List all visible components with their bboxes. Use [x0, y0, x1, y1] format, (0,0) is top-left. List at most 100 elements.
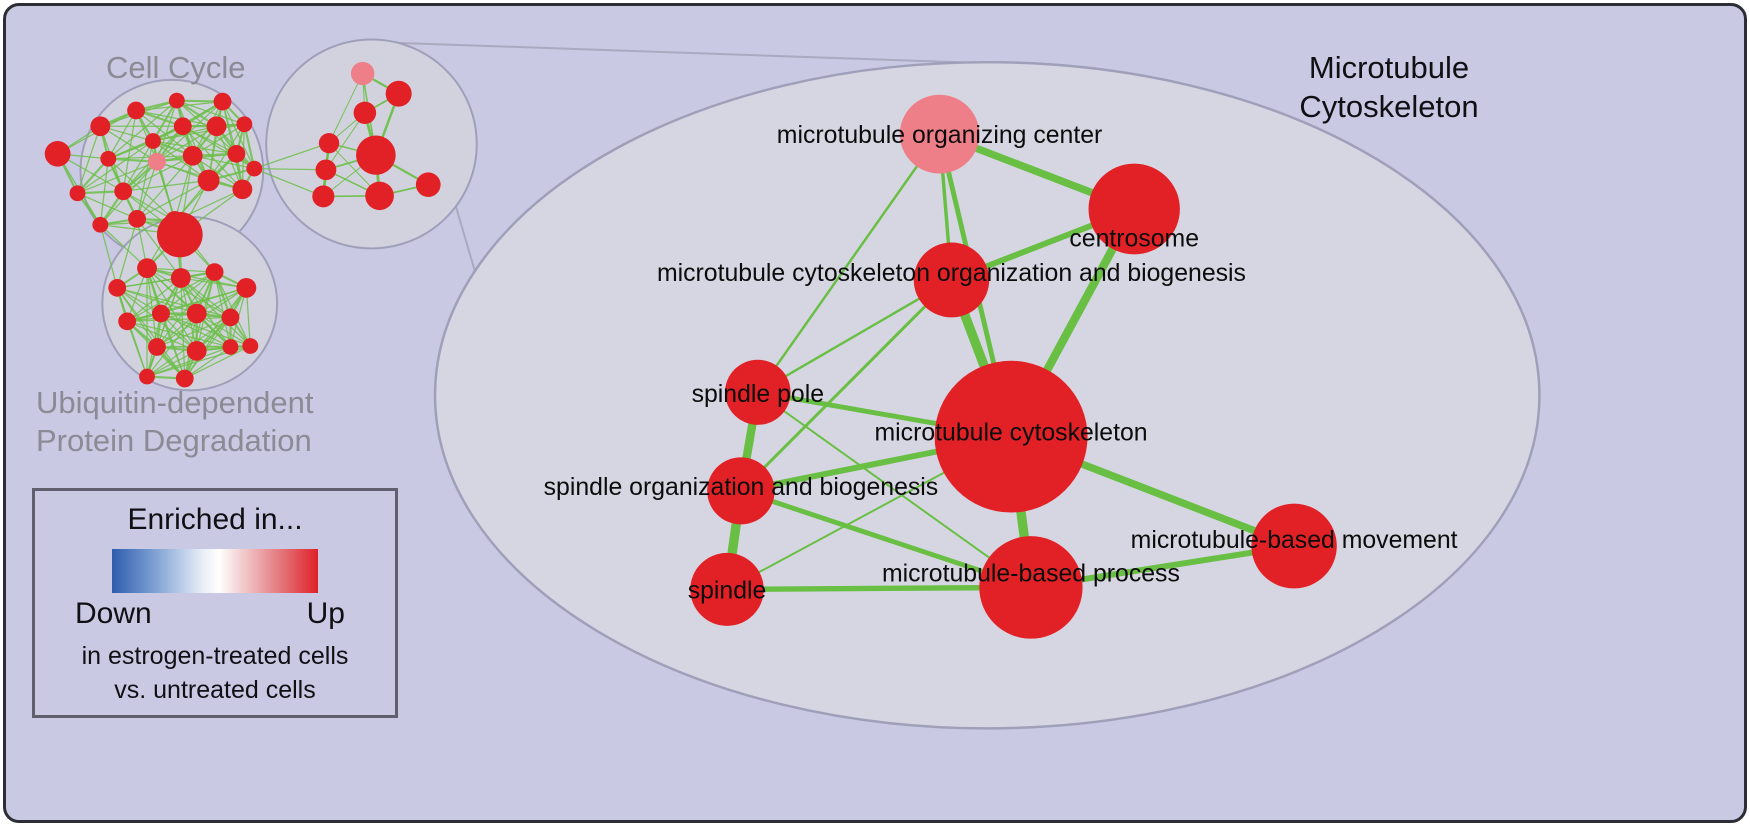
- inset-node: [356, 135, 396, 175]
- node-mbm: [1251, 503, 1337, 589]
- inset-edge: [126, 277, 182, 322]
- inset-edge: [184, 345, 251, 380]
- inset-edge: [156, 100, 178, 162]
- edge-mcob-sob: [739, 278, 953, 493]
- inset-node: [242, 338, 259, 354]
- inset-node: [69, 185, 86, 202]
- inset-edge: [213, 271, 232, 348]
- inset-edge: [182, 125, 255, 170]
- inset-edge: [99, 224, 148, 269]
- node-mbp: [979, 536, 1083, 639]
- node-label-spindle_pole: spindle pole: [692, 381, 824, 408]
- inset-node: [44, 141, 71, 167]
- inset-edge: [146, 313, 198, 377]
- inset-node: [148, 338, 166, 356]
- legend-ends: Down Up: [35, 593, 395, 631]
- inset-node: [385, 80, 412, 107]
- node-label-mbm: microtubule-based movement: [1131, 527, 1458, 554]
- node-label-sob: spindle organization and biogenesis: [544, 474, 939, 501]
- inset-edge: [254, 142, 330, 170]
- inset-edge: [116, 218, 138, 289]
- inset-node: [92, 216, 109, 233]
- inset-node: [145, 133, 161, 149]
- inset-node: [197, 169, 220, 192]
- node-label-spindle: spindle: [688, 577, 767, 604]
- node-centrosome: [1088, 163, 1180, 255]
- inset-node: [205, 263, 224, 281]
- node-spindle: [690, 552, 764, 626]
- inset-node: [312, 185, 335, 208]
- inset-edge: [196, 312, 251, 347]
- inset-edge: [192, 155, 255, 170]
- legend-title: Enriched in...: [127, 503, 303, 536]
- legend-caption: in estrogen-treated cells vs. untreated …: [35, 639, 395, 707]
- inset-node: [175, 369, 194, 388]
- inset-edge: [160, 312, 251, 347]
- inset-node: [315, 159, 337, 181]
- inset-edge: [136, 161, 158, 220]
- inset-node: [227, 144, 246, 163]
- inset-node: [318, 133, 340, 154]
- inset-edge: [160, 287, 247, 315]
- inset-edge: [146, 267, 247, 289]
- legend-up-label: Up: [306, 597, 345, 630]
- inset-node: [221, 308, 240, 327]
- inset-edge: [136, 179, 209, 220]
- inset-node: [222, 339, 239, 355]
- inset-edge: [117, 287, 231, 319]
- cluster-label-microtubule-cytoskeleton: Microtubule Cytoskeleton: [1299, 50, 1479, 124]
- inset-edge: [136, 140, 154, 219]
- inset-edge: [135, 110, 158, 162]
- inset-node: [173, 117, 192, 136]
- inset-node: [236, 277, 257, 298]
- inset-edge: [174, 155, 194, 222]
- inset-node: [118, 312, 137, 331]
- inset-edge: [328, 73, 364, 144]
- inset-edge: [107, 158, 176, 222]
- inset-edge: [254, 167, 326, 171]
- inset-edge: [156, 125, 217, 163]
- node-label-centrosome: centrosome: [1069, 226, 1199, 253]
- inset-node: [206, 116, 227, 137]
- inset-node: [186, 303, 207, 324]
- inset-edge: [176, 100, 210, 181]
- inset-edge: [100, 125, 158, 163]
- inset-edge: [122, 110, 137, 192]
- legend-caption-line1: in estrogen-treated cells: [81, 642, 349, 670]
- node-sob: [707, 457, 775, 525]
- inset-node: [151, 304, 170, 323]
- legend-caption-line2: vs. untreated cells: [114, 676, 316, 704]
- inset-edge: [126, 320, 197, 352]
- node-moc: [899, 94, 980, 174]
- node-label-mc: microtubule cytoskeleton: [875, 420, 1148, 447]
- inset-edge: [122, 140, 154, 192]
- inset-edge: [77, 140, 154, 194]
- node-label-moc: microtubule organizing center: [777, 122, 1103, 149]
- network-canvas: microtubule organizing center centrosome m…: [44, 38, 1541, 730]
- inset-node: [114, 182, 133, 201]
- legend: Enriched in... Down Up in estrogen-treat…: [32, 488, 398, 718]
- legend-gradient-bar: [112, 549, 318, 593]
- inset-node: [213, 92, 232, 111]
- cluster-label-ubiquitin: Ubiquitin-dependent Protein Degradation: [36, 385, 314, 458]
- inset-edge: [136, 155, 194, 220]
- inset-edge: [176, 100, 245, 125]
- inset-node: [365, 181, 394, 211]
- inset-edge: [76, 126, 101, 194]
- inset-node: [128, 209, 147, 228]
- inset-edge: [77, 192, 138, 220]
- node-label-mcob: microtubule cytoskeleton organization an…: [657, 260, 1246, 287]
- inset-node: [148, 152, 166, 171]
- inset-edge: [254, 168, 324, 197]
- edge-moc-spindle_pole: [756, 132, 941, 394]
- enrichment-map-figure: microtubule organizing center centrosome m…: [3, 3, 1747, 823]
- inset-node: [232, 179, 253, 200]
- legend-down-label: Down: [75, 597, 152, 630]
- inset-node: [137, 258, 157, 278]
- inset-edge: [160, 313, 186, 379]
- cluster-label-cell-cycle: Cell Cycle: [106, 50, 246, 85]
- inset-edge: [126, 271, 215, 322]
- inset-edge: [221, 101, 255, 169]
- inset-node: [90, 116, 111, 137]
